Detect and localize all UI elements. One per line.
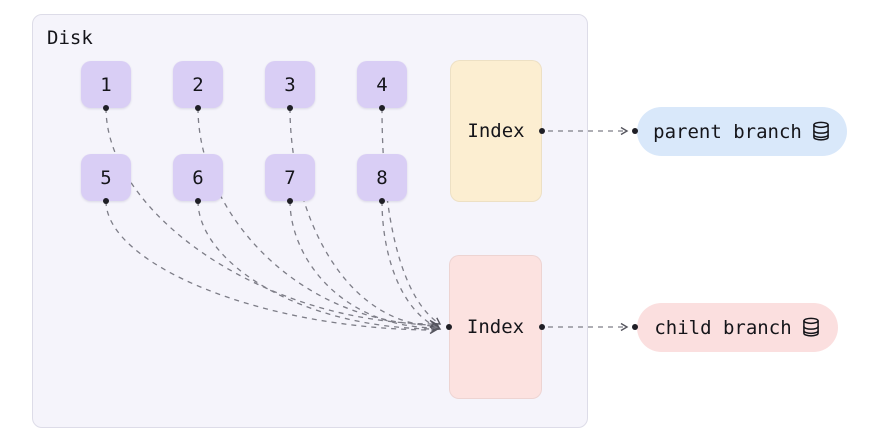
child-index-label: Index xyxy=(466,316,525,338)
disk-block-2: 2 xyxy=(173,61,223,108)
disk-block-4: 4 xyxy=(357,61,407,108)
disk-block-7: 7 xyxy=(265,154,315,201)
disk-block-6: 6 xyxy=(173,154,223,201)
child-branch-pill: child branch xyxy=(637,303,838,352)
parent-branch-label: parent branch xyxy=(653,120,802,143)
child-branch-label: child branch xyxy=(654,316,792,339)
disk-label: Disk xyxy=(47,27,93,49)
child-index-box: Index xyxy=(449,255,542,399)
parent-index-label: Index xyxy=(467,120,525,142)
disk-block-1: 1 xyxy=(81,61,131,108)
parent-index-box: Index xyxy=(450,60,542,202)
disk-block-3: 3 xyxy=(265,61,315,108)
database-icon xyxy=(802,317,819,337)
disk-block-5: 5 xyxy=(81,154,131,201)
database-icon xyxy=(813,121,829,141)
disk-block-8: 8 xyxy=(357,154,407,201)
parent-branch-pill: parent branch xyxy=(637,107,847,156)
